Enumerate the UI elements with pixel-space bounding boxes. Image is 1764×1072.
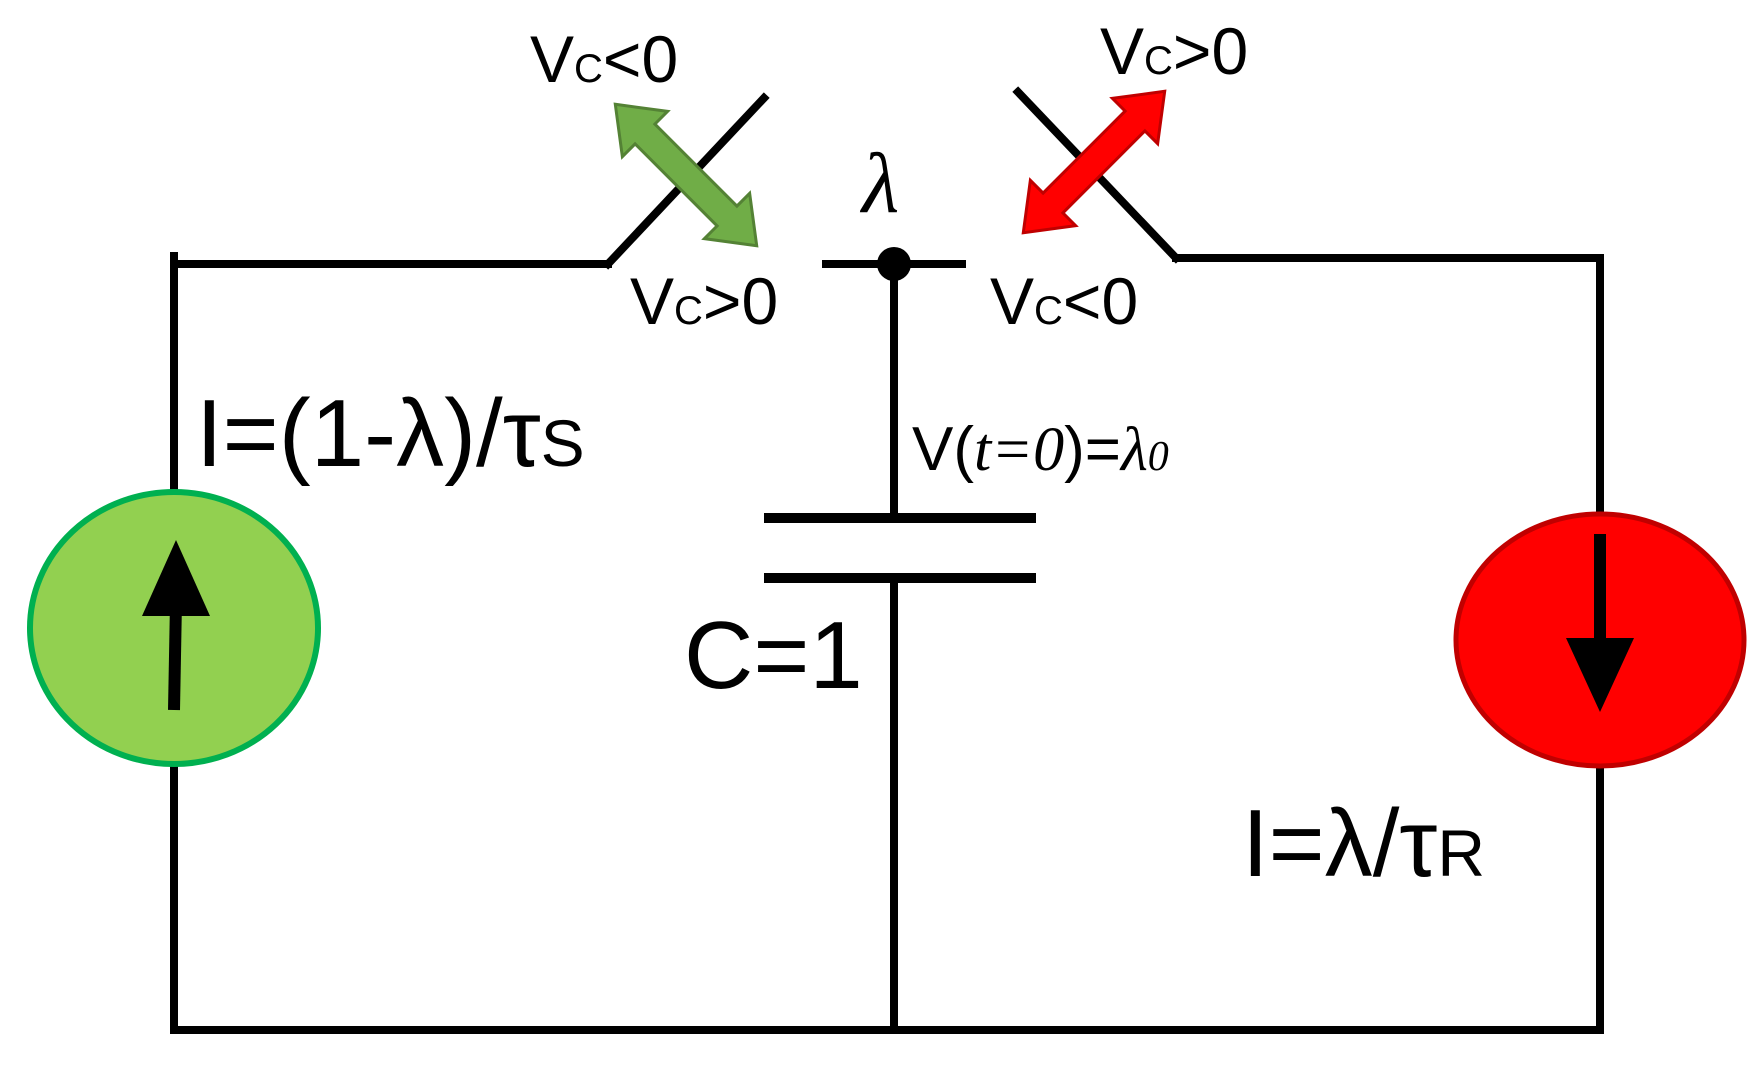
current-source: [27, 489, 321, 767]
right-switch-bottom-label: VC<0: [990, 264, 1138, 338]
initial-voltage-label: V(t=0)=λ0: [912, 415, 1169, 484]
double-arrow-icon-green: [613, 102, 759, 248]
left-switch-bottom-label: VC>0: [630, 264, 778, 338]
left-switch-top-label: VC<0: [530, 22, 678, 96]
arrow-down-icon: [1566, 534, 1634, 712]
node-label: λ: [859, 135, 899, 231]
double-arrow-icon-red: [1021, 89, 1167, 235]
arrow-up-icon: [142, 540, 210, 711]
sink-current-label: I=λ/τR: [1242, 790, 1485, 897]
capacitance-label: C=1: [684, 602, 863, 709]
current-sink: [1453, 511, 1747, 769]
right-switch-top-label: VC>0: [1100, 14, 1248, 88]
node-dot: [877, 247, 911, 281]
capacitor: [764, 513, 1036, 583]
source-current-label: I=(1-λ)/τS: [196, 380, 585, 487]
